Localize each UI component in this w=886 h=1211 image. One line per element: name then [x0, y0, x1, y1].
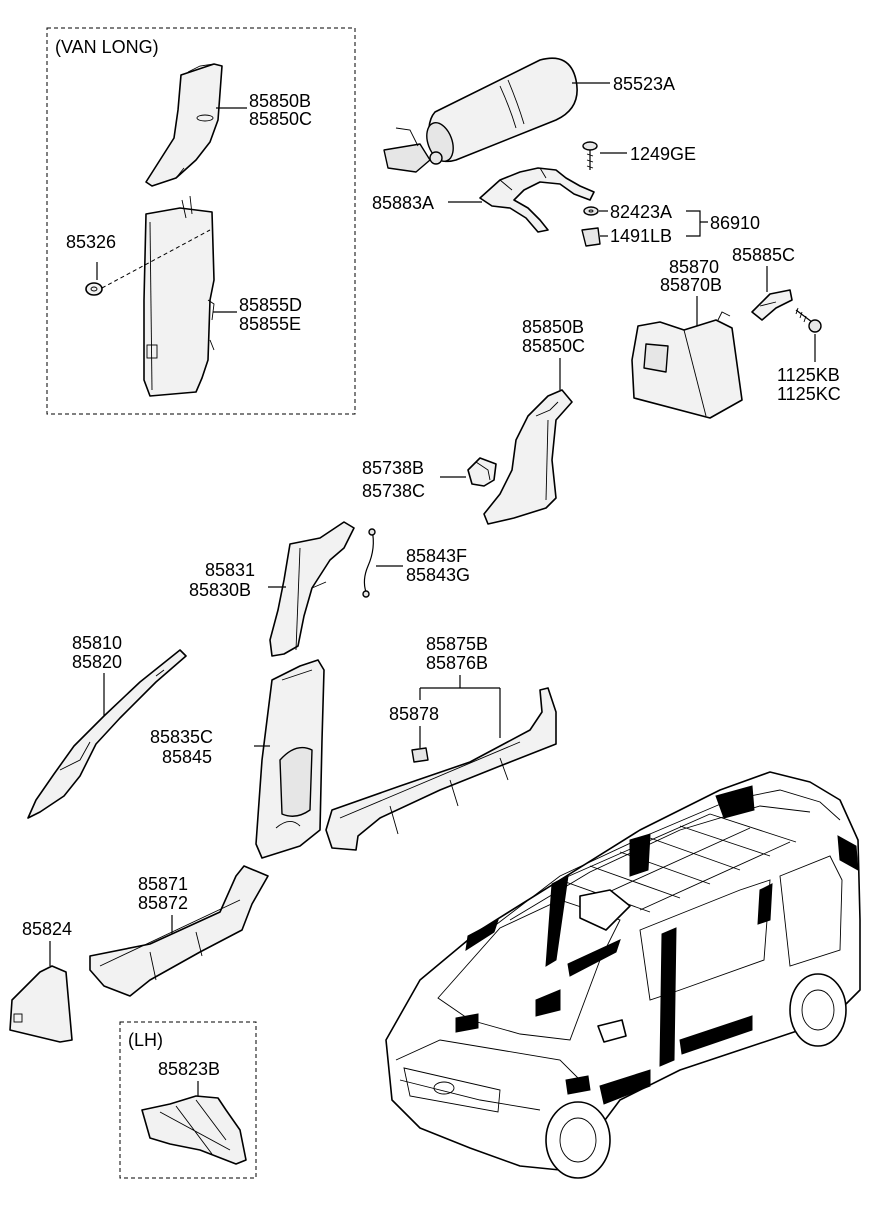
label-85820: 85820 — [72, 652, 122, 672]
label-82423A: 82423A — [610, 202, 672, 222]
label-1491LB: 1491LB — [610, 226, 672, 246]
label-85855D: 85855D — [239, 295, 302, 315]
part-85885C-bracket — [751, 289, 793, 321]
label-85878: 85878 — [389, 704, 439, 724]
label-85850C-upper: 85850C — [249, 109, 312, 129]
lh-box-label: (LH) — [128, 1030, 163, 1050]
part-1125KB-bolt — [795, 307, 822, 333]
part-85835C-b-pillar-lower — [255, 659, 325, 859]
label-85871: 85871 — [138, 874, 188, 894]
label-1125KB: 1125KB — [777, 365, 840, 385]
label-85835C: 85835C — [150, 727, 213, 747]
van-illustration — [385, 771, 861, 1179]
part-85871-front-step-trim — [89, 865, 269, 997]
part-85738B-bracket — [467, 457, 497, 487]
part-85875B-side-step-trim — [325, 687, 557, 851]
label-85850C-center: 85850C — [522, 336, 585, 356]
part-85831-pillar-trim — [269, 521, 355, 657]
label-85875B: 85875B — [426, 634, 488, 654]
label-85523A: 85523A — [613, 74, 675, 94]
label-86910: 86910 — [710, 213, 760, 233]
label-85326: 85326 — [66, 232, 116, 252]
part-85870-corner-trim — [631, 311, 743, 419]
part-85810-a-pillar-trim — [27, 649, 187, 819]
label-85872: 85872 — [138, 893, 188, 913]
part-85326-clip — [85, 229, 211, 296]
label-85883A: 85883A — [372, 193, 434, 213]
part-85850B-center-trim — [483, 389, 573, 525]
label-85850B-upper: 85850B — [249, 91, 311, 111]
part-85824-kick-panel — [9, 965, 73, 1043]
label-85870: 85870 — [669, 257, 719, 277]
part-85878-clip — [411, 747, 429, 763]
part-85843F-strap — [362, 528, 376, 598]
part-85850B-upper-trim — [145, 63, 223, 187]
van-long-group-box — [46, 27, 356, 415]
label-85885C: 85885C — [732, 245, 795, 265]
van-long-label: (VAN LONG) — [55, 37, 159, 57]
label-85845: 85845 — [162, 747, 212, 767]
part-1491LB-nut — [581, 227, 601, 247]
label-85823B: 85823B — [158, 1059, 220, 1079]
label-85843F: 85843F — [406, 546, 467, 566]
label-85738B: 85738B — [362, 458, 424, 478]
part-85855D-pillar-trim — [143, 195, 215, 397]
part-85523A-extinguisher — [383, 57, 578, 173]
label-1249GE: 1249GE — [630, 144, 696, 164]
part-85883A-bracket — [479, 167, 595, 233]
label-85850B-center: 85850B — [522, 317, 584, 337]
label-85843G: 85843G — [406, 565, 470, 585]
label-85870B: 85870B — [660, 275, 722, 295]
label-85876B: 85876B — [426, 653, 488, 673]
label-85810: 85810 — [72, 633, 122, 653]
part-85823B-trim — [141, 1095, 247, 1165]
label-85738C: 85738C — [362, 481, 425, 501]
part-82423A-washer — [583, 206, 599, 216]
lh-group-box — [119, 1021, 257, 1179]
label-1125KC: 1125KC — [777, 384, 841, 404]
label-85855E: 85855E — [239, 314, 301, 334]
label-85824: 85824 — [22, 919, 72, 939]
label-85831: 85831 — [205, 560, 255, 580]
label-85830B: 85830B — [189, 580, 251, 600]
part-1249GE-screw — [582, 141, 598, 170]
